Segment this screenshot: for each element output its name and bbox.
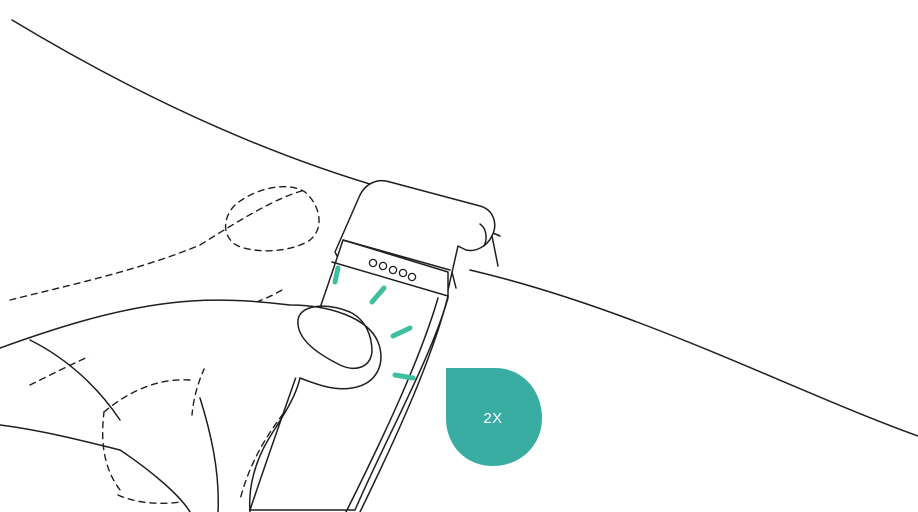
tap-mark (335, 268, 338, 282)
finger (0, 300, 381, 389)
double-tap-badge: 2X (446, 368, 542, 466)
badge-label: 2X (483, 410, 502, 427)
tap-mark (395, 375, 413, 378)
